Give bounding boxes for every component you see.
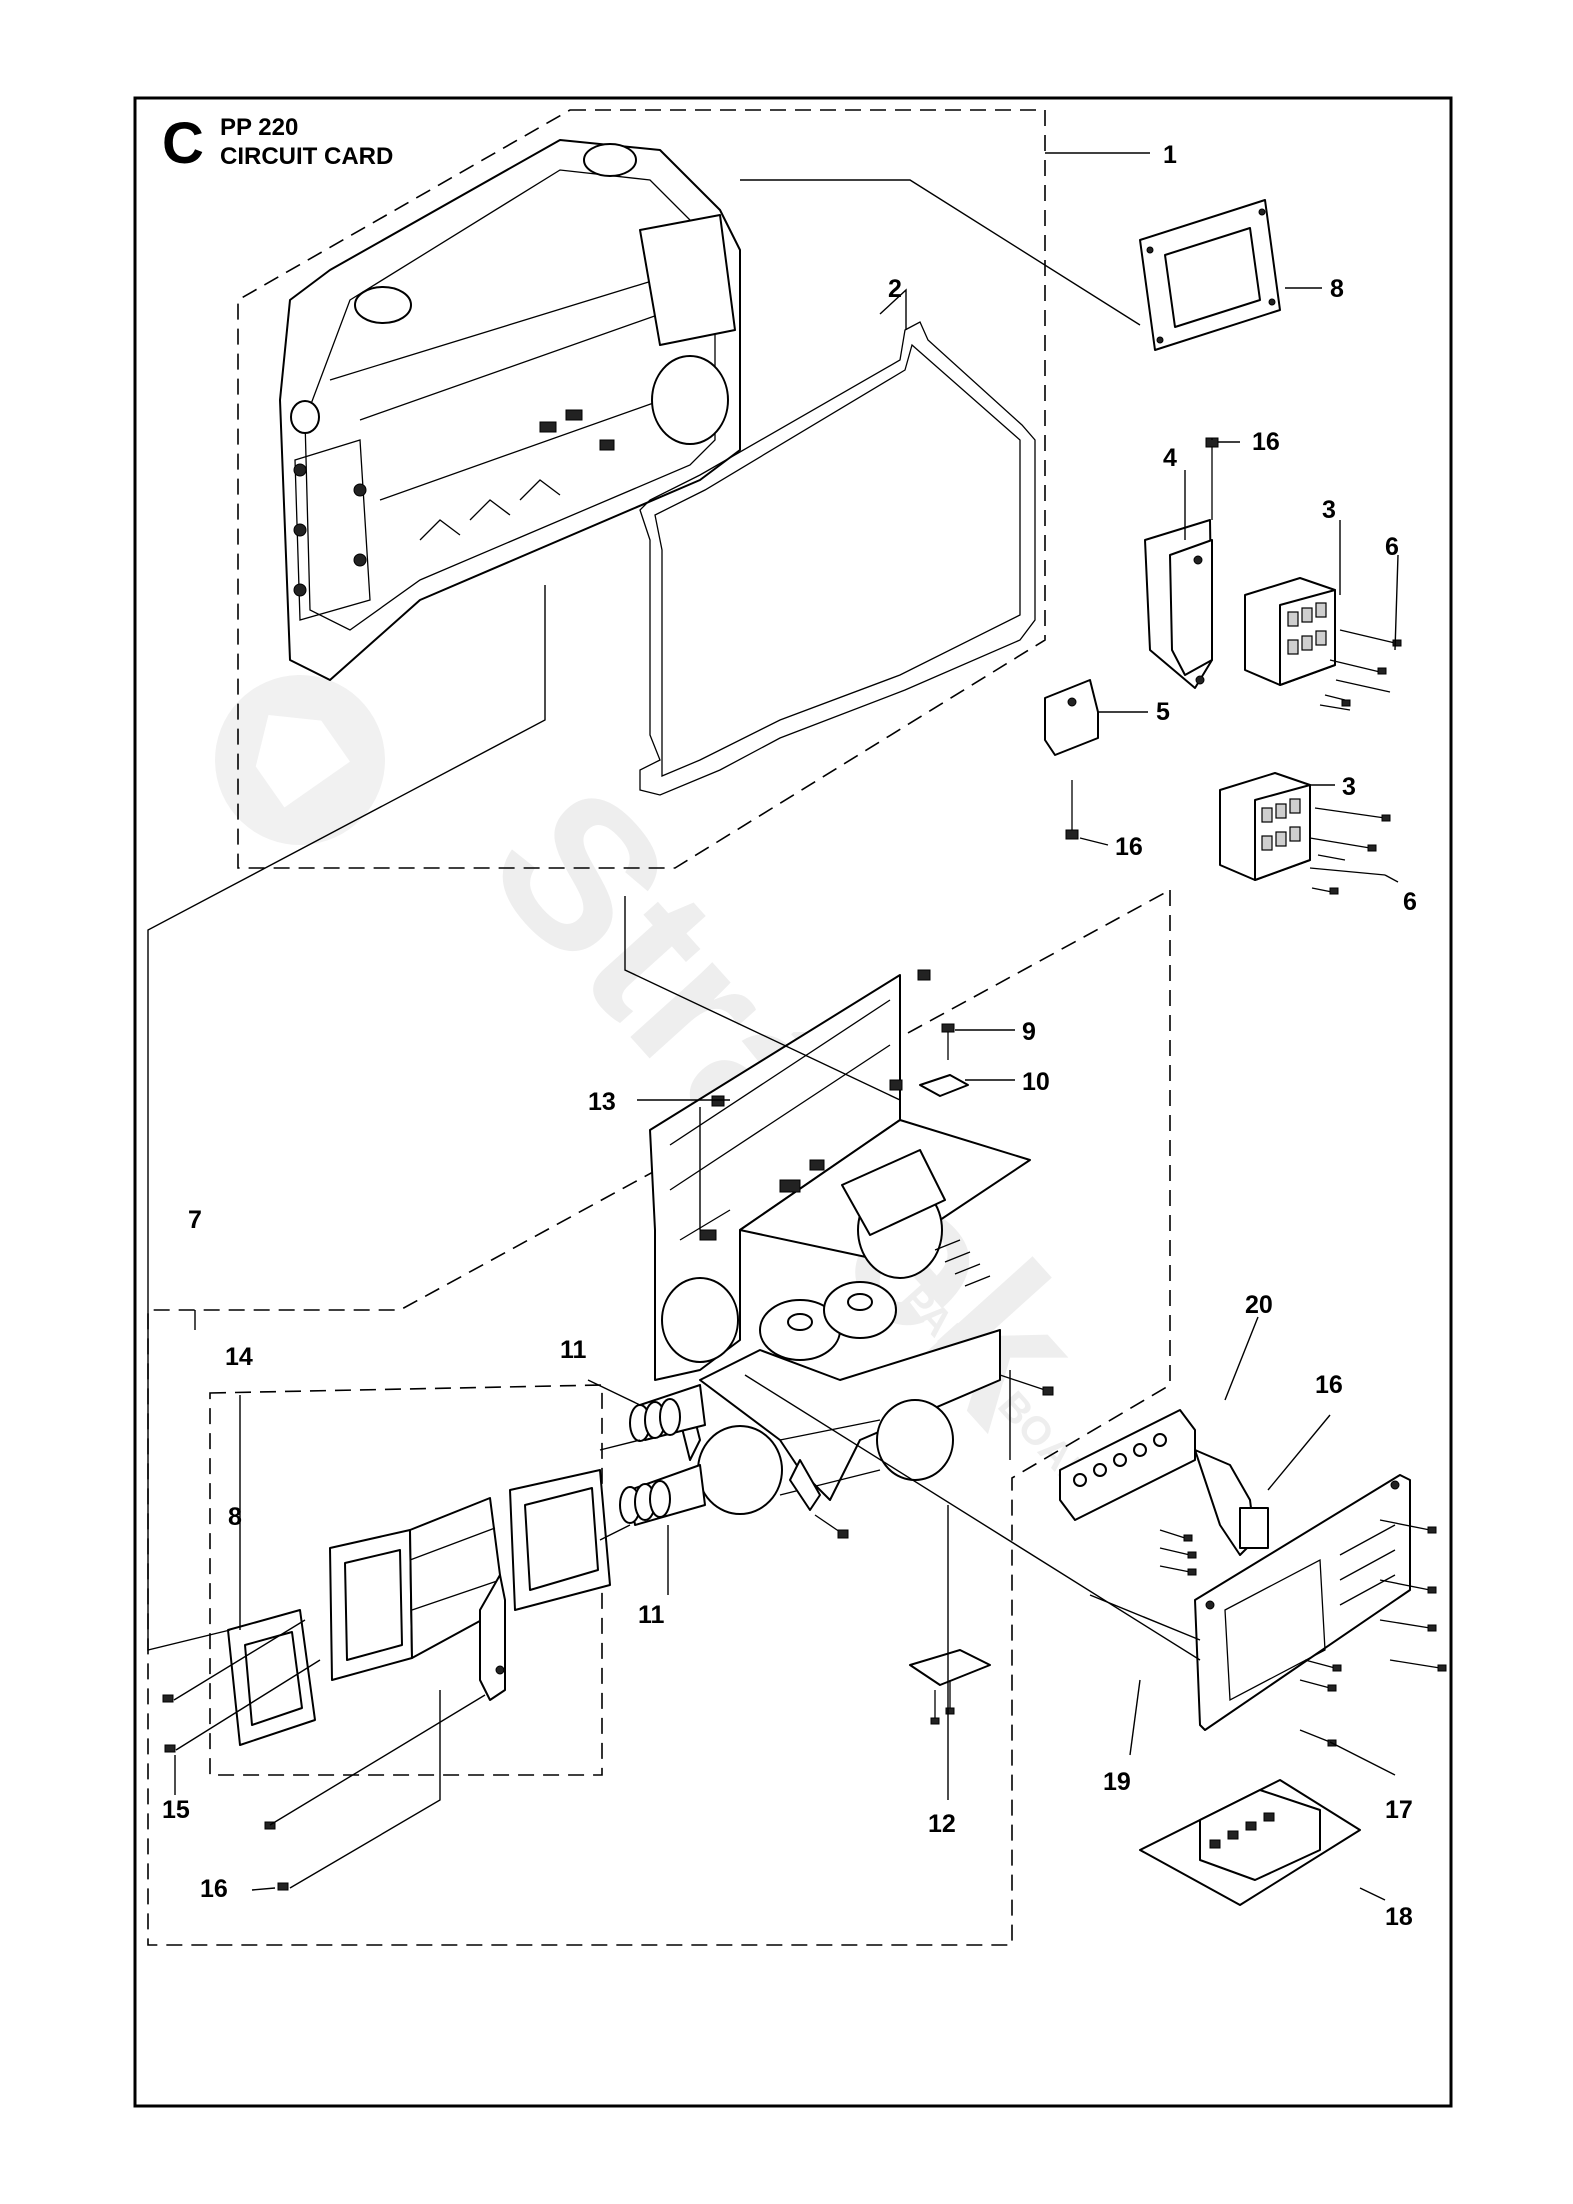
callout-4: 4 xyxy=(1163,444,1177,472)
callout-16-right: 16 xyxy=(1315,1371,1343,1399)
callout-1: 1 xyxy=(1163,141,1177,169)
callout-14: 14 xyxy=(225,1343,253,1371)
callout-6-upper: 6 xyxy=(1385,533,1399,561)
bracket-part-4 xyxy=(1144,519,1213,689)
page-title: CIRCUIT CARD xyxy=(220,143,393,170)
screws-upper-right xyxy=(1065,437,1402,895)
callout-labels: 1 2 3 3 4 5 6 6 7 8 8 9 10 11 11 12 13 1… xyxy=(162,141,1417,1931)
callout-16-mid: 16 xyxy=(1115,833,1143,861)
callout-18: 18 xyxy=(1385,1903,1413,1931)
callout-12: 12 xyxy=(928,1810,956,1838)
watermark: Stráček PARTS BOARD xyxy=(215,675,1129,1522)
callout-7: 7 xyxy=(188,1206,202,1234)
callout-8-lower: 8 xyxy=(228,1503,242,1531)
terminal-board-part-20 xyxy=(1059,1409,1269,1556)
callout-19: 19 xyxy=(1103,1768,1131,1796)
gasket-part-8-upper xyxy=(1139,199,1281,351)
group-14-outline xyxy=(209,1384,603,1776)
callout-6-lower: 6 xyxy=(1403,888,1417,916)
contactor-part-3-lower xyxy=(1219,772,1311,881)
callout-20: 20 xyxy=(1245,1291,1273,1319)
callout-11-lower: 11 xyxy=(638,1601,665,1629)
callout-3-lower: 3 xyxy=(1342,773,1356,801)
cable-connectors-part-11 xyxy=(619,1384,706,1526)
callout-16-top: 16 xyxy=(1252,428,1280,456)
callout-3-upper: 3 xyxy=(1322,496,1336,524)
callout-9: 9 xyxy=(1022,1018,1036,1046)
circuit-card-assembly xyxy=(649,974,1031,1515)
drawing-frame xyxy=(133,96,1453,2108)
callout-16-bottom: 16 xyxy=(200,1875,228,1903)
callout-17: 17 xyxy=(1385,1796,1413,1824)
screws-misc xyxy=(162,969,1054,1891)
bracket-part-12 xyxy=(909,1649,991,1725)
leader-lines xyxy=(147,152,1399,1901)
callout-10: 10 xyxy=(1022,1068,1050,1096)
duct-part-14 xyxy=(329,1497,506,1701)
frame-gasket xyxy=(509,1469,611,1611)
callout-8-upper: 8 xyxy=(1330,275,1344,303)
callout-15: 15 xyxy=(162,1796,190,1824)
callout-11-upper: 11 xyxy=(560,1336,587,1364)
model-name: PP 220 xyxy=(220,114,298,141)
gasket-part-2 xyxy=(639,321,1036,796)
callout-2: 2 xyxy=(888,275,902,303)
section-letter: C xyxy=(162,111,204,176)
screws-lower-right xyxy=(1159,1519,1447,1747)
gasket-part-8-lower xyxy=(227,1609,316,1746)
group-1-outline xyxy=(237,109,1046,869)
contactor-part-3-upper xyxy=(1244,577,1336,686)
board-part-19 xyxy=(1194,1474,1411,1731)
callout-13: 13 xyxy=(588,1088,616,1116)
plate-part-5 xyxy=(1044,679,1099,756)
diagram-header: C PP 220 CIRCUIT CARD xyxy=(162,111,393,176)
housing-part-1 xyxy=(279,139,741,681)
group-outlines xyxy=(147,109,1171,1946)
terminal-block-part-18 xyxy=(1139,1779,1361,1906)
group-7-outline xyxy=(147,888,1171,1946)
callout-5: 5 xyxy=(1156,698,1170,726)
